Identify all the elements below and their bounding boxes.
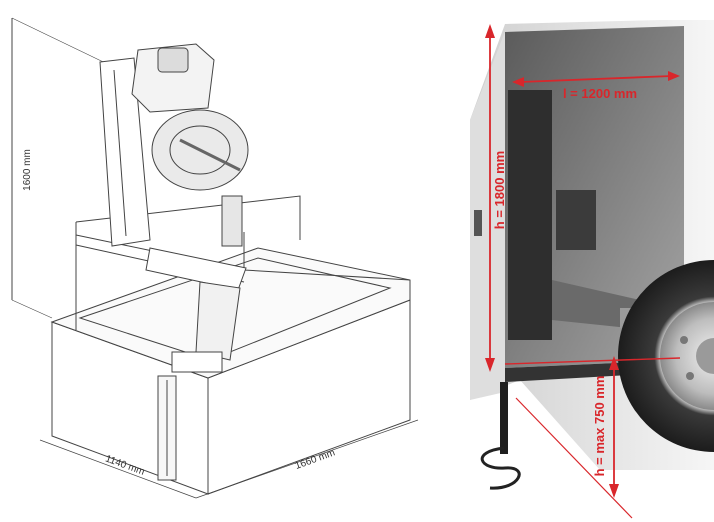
machine-column <box>99 57 151 247</box>
measurement-overlays <box>485 24 681 519</box>
machine-column-in-van <box>508 90 552 340</box>
wheel-rim <box>660 302 714 410</box>
door-handle <box>474 210 482 236</box>
length-1200-line <box>519 75 673 83</box>
length-1200-label: l = 1200 mm <box>563 86 637 101</box>
depth-dimension-line <box>39 439 197 499</box>
lift-bracket <box>171 351 223 373</box>
ground-diagonal-line <box>515 397 633 519</box>
van-sliding-door-edge <box>470 32 505 400</box>
frame-rail-top <box>75 195 301 240</box>
machine-drawing <box>11 17 419 499</box>
floor-level-line <box>504 357 681 365</box>
height-extension-bottom <box>11 299 53 319</box>
machine-head <box>131 43 215 113</box>
machine-support-leg <box>500 382 508 454</box>
height-750-label: h = max 750 mm <box>592 376 607 477</box>
machine-control-box <box>556 190 596 250</box>
air-hose <box>480 446 521 490</box>
height-1800-label: h = 1800 mm <box>492 151 507 229</box>
tool-cylinder <box>221 195 243 247</box>
bead-breaker-arm <box>195 281 241 361</box>
width-dimension-line <box>195 419 419 499</box>
van-photo <box>470 20 714 490</box>
height-dimension-label: 1600 mm <box>22 149 33 191</box>
